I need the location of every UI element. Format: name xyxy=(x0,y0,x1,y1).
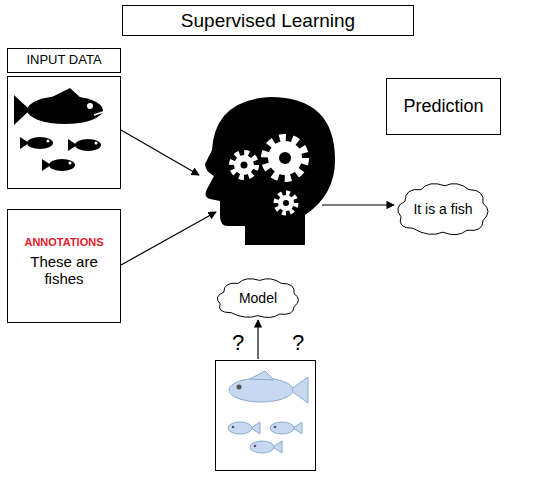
model-input-arrow xyxy=(257,320,258,359)
fish-fin xyxy=(50,88,82,99)
fish-body xyxy=(75,139,101,151)
fish-body xyxy=(27,137,53,149)
model-cloud: Model xyxy=(213,276,303,320)
fish-eye xyxy=(87,103,93,109)
fish-eye xyxy=(69,162,72,165)
fish-eyes xyxy=(47,103,104,165)
head-silhouette xyxy=(205,97,335,245)
fish-eyes xyxy=(232,385,277,448)
fish-eye xyxy=(232,426,235,429)
gear xyxy=(276,193,296,213)
gear-hole xyxy=(241,162,248,169)
gear-teeth xyxy=(276,193,296,213)
gear-wheel xyxy=(268,141,302,175)
fish-eye xyxy=(47,140,50,143)
new-image-box xyxy=(216,361,316,471)
node-text: Model xyxy=(239,290,277,306)
gear-hole xyxy=(283,200,289,206)
fish-eye xyxy=(274,426,277,429)
fish-mouth xyxy=(94,112,103,115)
input-image-box xyxy=(8,77,121,189)
question-mark: ? xyxy=(232,330,244,356)
fish-eye xyxy=(95,142,98,145)
gear-hole xyxy=(279,152,291,164)
fish-eye xyxy=(237,385,242,390)
title-box: Supervised Learning xyxy=(122,5,414,36)
fish-tail xyxy=(68,139,77,151)
node-text: ANNOTATIONS xyxy=(24,236,103,249)
node-text: INPUT DATA xyxy=(26,53,101,68)
gear-teeth xyxy=(232,153,256,177)
fish-body xyxy=(27,96,103,124)
prediction-arrow xyxy=(322,204,394,205)
node-body-text: These are fishes xyxy=(12,253,116,288)
fish-body xyxy=(270,422,294,434)
fish-tail xyxy=(42,159,51,171)
annotation-box: ANNOTATIONS These are fishes xyxy=(7,209,121,323)
question-mark: ? xyxy=(292,330,304,356)
prediction-cloud: It is a fish xyxy=(393,180,493,238)
black-fish-group xyxy=(14,88,103,171)
node-text: It is a fish xyxy=(413,201,472,217)
gear xyxy=(265,138,305,178)
gear-wheel xyxy=(234,155,254,175)
fish-tail xyxy=(20,137,29,149)
node-text: Prediction xyxy=(403,96,483,117)
fish-body xyxy=(49,159,75,171)
blue-fish-group xyxy=(228,371,308,453)
gear-wheel xyxy=(278,195,294,211)
fish-eye xyxy=(254,445,257,448)
input-arrow xyxy=(121,130,199,175)
fish-body xyxy=(250,441,274,453)
gear-teeth xyxy=(265,138,305,178)
fish-fin xyxy=(250,371,274,380)
annotation-arrow xyxy=(121,212,216,265)
cloud-shape xyxy=(398,184,488,235)
fish-body xyxy=(228,422,252,434)
output-label-box: Prediction xyxy=(386,78,501,135)
fish-tail xyxy=(14,95,30,125)
fish-body xyxy=(229,378,293,402)
cloud-shape xyxy=(217,279,298,318)
gear xyxy=(232,153,256,177)
section-label-box: INPUT DATA xyxy=(7,48,121,73)
title-text: Supervised Learning xyxy=(181,10,355,32)
